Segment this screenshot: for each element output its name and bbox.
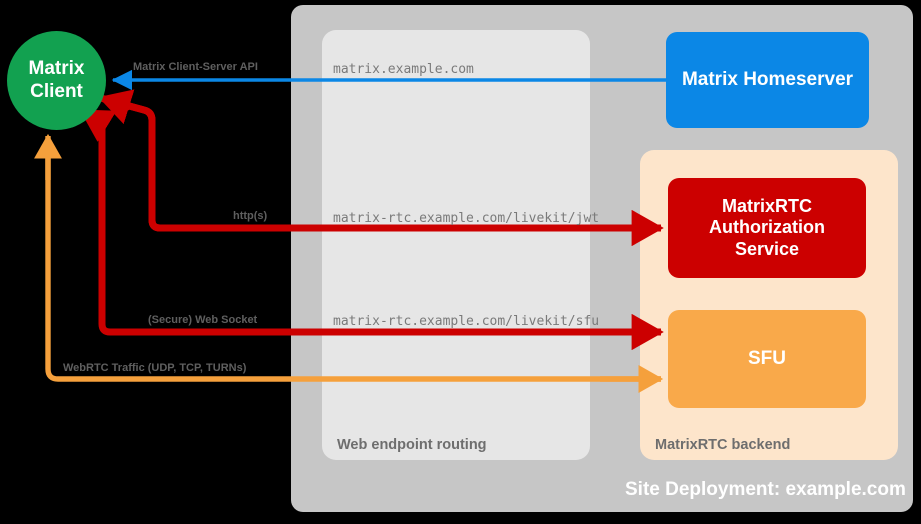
node-sfu-label: SFU [748,347,786,369]
node-matrix-homeserver[interactable]: Matrix Homeserver [666,32,869,128]
edge-webrtc-traffic [33,133,664,394]
label-matrixrtc-backend: MatrixRTC backend [655,437,791,453]
auth-line2: Authorization [709,217,825,238]
container-web-endpoint-routing [322,30,590,460]
edge-livekit-sfu [79,108,664,351]
edge-livekit-jwt [98,89,664,247]
node-sfu[interactable]: SFU [668,310,866,408]
node-matrix-client[interactable]: Matrix Client [7,31,106,130]
auth-line1: MatrixRTC [721,196,812,217]
node-matrix-client-label: Matrix Client [7,31,106,130]
node-matrixrtc-authorization-service[interactable]: MatrixRTC Authorization Service [668,178,866,278]
matrix-client-line2: Client [30,80,83,102]
label-site-deployment: Site Deployment: example.com [625,479,906,500]
node-matrix-homeserver-label: Matrix Homeserver [681,68,854,90]
auth-line3: Service [734,238,800,259]
node-auth-service-label: MatrixRTC Authorization Service [668,178,866,278]
matrix-client-line1: Matrix [28,58,85,80]
label-web-endpoint-routing: Web endpoint routing [337,437,487,453]
